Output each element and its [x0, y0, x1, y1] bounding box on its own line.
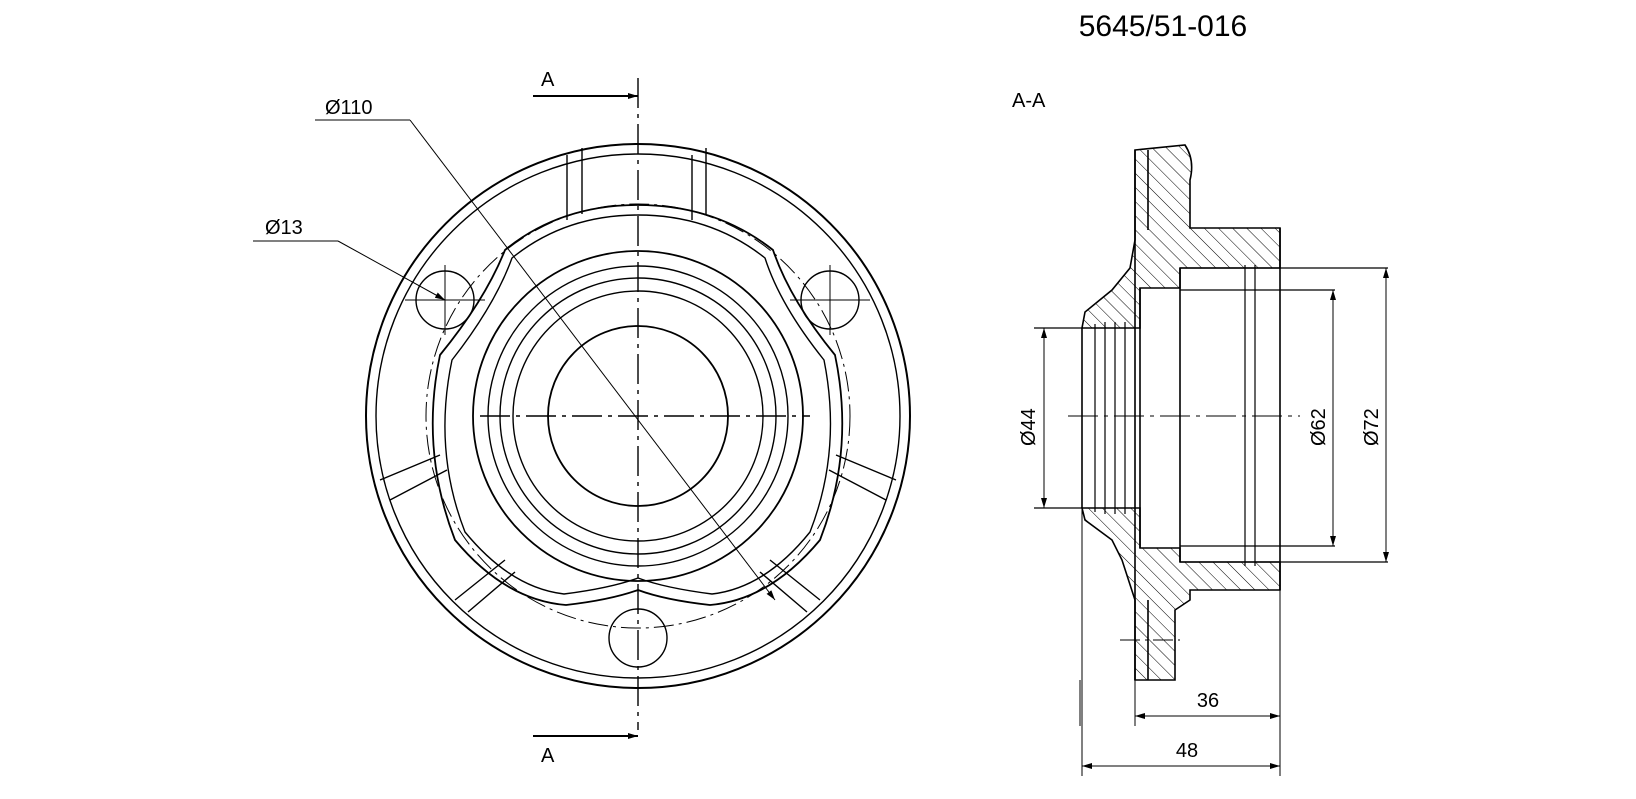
dim-bolt-circle-110: Ø110 — [325, 97, 372, 119]
section-view-label: A-A — [1012, 90, 1046, 112]
bolt-hole-bottom — [608, 608, 668, 668]
rib-lines — [379, 454, 897, 613]
section-mark-bottom: A — [541, 745, 555, 767]
flange-outer-edge — [365, 143, 911, 689]
section-view — [1034, 144, 1388, 681]
dim-outer-72: Ø72 — [1361, 408, 1383, 446]
lobed-body-outline — [431, 204, 844, 606]
section-hatch-upper — [1081, 144, 1281, 329]
dia13-line — [337, 240, 446, 301]
part-number: 5645/51-016 — [1079, 10, 1248, 43]
section-hatch-lower — [1080, 507, 1281, 681]
hub-ring-3 — [499, 277, 777, 555]
hub-ring-2 — [487, 265, 789, 567]
hub-bore — [547, 325, 729, 507]
bolt-circle — [425, 203, 851, 629]
dim-hole-13: Ø13 — [265, 217, 303, 239]
dia110-line — [409, 119, 776, 601]
dim-length-48: 48 — [1176, 740, 1198, 762]
section-dimensions — [1041, 268, 1389, 776]
section-mark-top: A — [541, 69, 555, 91]
hub-outer-ring — [472, 250, 804, 582]
section-arrows — [533, 93, 638, 739]
front-view — [253, 78, 911, 730]
hub-ring-4 — [512, 290, 764, 542]
dim-bore-44: Ø44 — [1018, 408, 1040, 446]
flange-inner-edge — [375, 153, 901, 679]
top-boss — [566, 148, 707, 220]
dim-inner-62: Ø62 — [1308, 408, 1330, 446]
dim-length-36: 36 — [1197, 690, 1219, 712]
